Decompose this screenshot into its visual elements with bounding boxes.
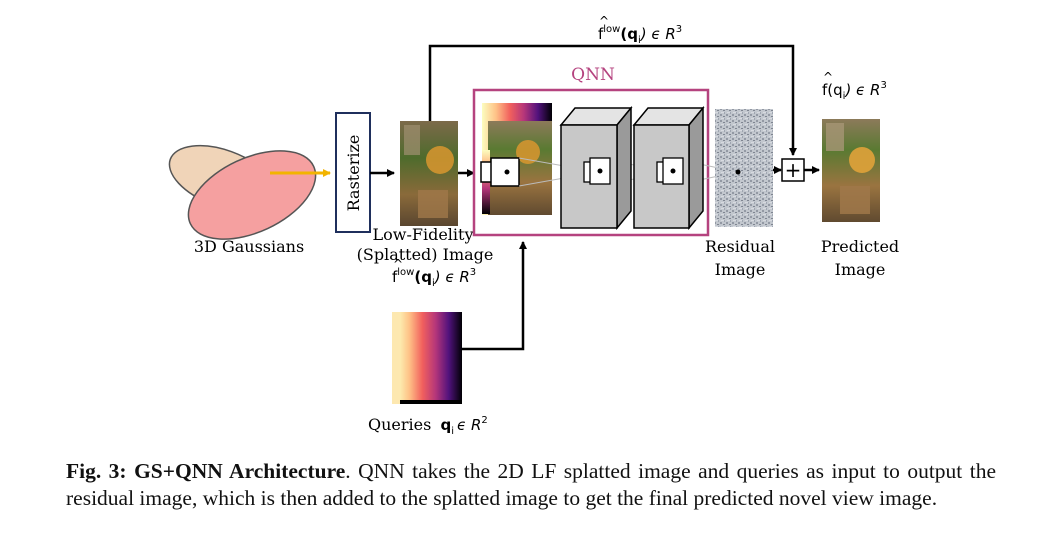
residual-label-line2: Image — [715, 260, 766, 279]
qnn-layer-1 — [559, 105, 633, 231]
queries-image — [392, 312, 462, 404]
residual-image — [715, 109, 773, 227]
caption-title: GS+QNN Architecture — [134, 459, 346, 483]
queries-to-qnn-arrow — [462, 241, 527, 351]
top-math: flow(qi) ϵ R3 — [598, 24, 682, 46]
caption-fig-label: Fig. 3: — [66, 459, 127, 483]
gaussians-label: 3D Gaussians — [194, 237, 304, 256]
svg-text:+: + — [785, 158, 802, 182]
predicted-label-line2: Image — [835, 260, 886, 279]
architecture-diagram: 3D Gaussians Rasterize Low-Fidelity (Spl… — [168, 14, 899, 437]
lowfi-math: flow(qi) ϵ R3 — [392, 267, 476, 289]
qnn-box — [472, 88, 710, 237]
lowfi-image — [400, 121, 458, 226]
skip-connection-arrow — [428, 44, 797, 156]
top-hat: ^ — [599, 14, 609, 28]
qnn-layer-2 — [632, 105, 705, 231]
lowfi-label-line1: Low-Fidelity — [373, 225, 474, 244]
qnn-label: QNN — [571, 65, 615, 85]
lowfi-hat: ^ — [393, 257, 403, 271]
predicted-image — [822, 119, 880, 222]
lowfi-label-line2: (Splatted) Image — [357, 245, 494, 264]
rasterize-label: Rasterize — [344, 135, 363, 212]
figure-caption: Fig. 3: GS+QNN Architecture. QNN takes t… — [66, 458, 996, 512]
predicted-label-line1: Predicted — [821, 237, 899, 256]
caption-text: . QNN takes the 2D LF splatted image and… — [66, 459, 997, 510]
input-kernel-icon — [480, 157, 520, 187]
rasterize-box — [335, 112, 371, 233]
residual-label-line1: Residual — [705, 237, 775, 256]
pred-math: f(qi) ϵ R3 — [822, 80, 887, 102]
pred-hat: ^ — [823, 70, 833, 84]
add-node: + — [781, 158, 805, 182]
